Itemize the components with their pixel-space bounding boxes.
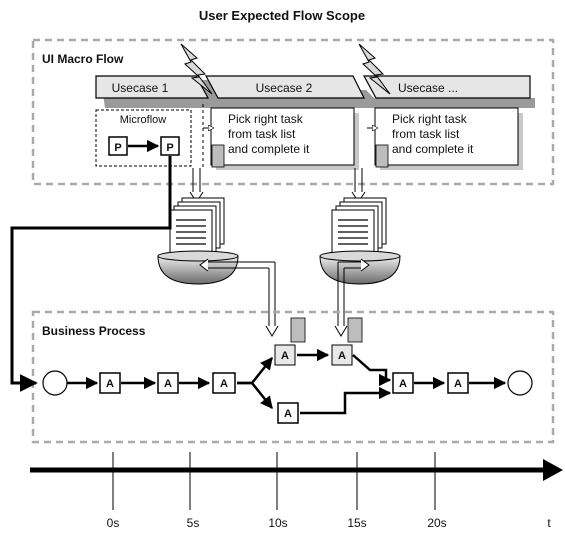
- activity-node: A: [277, 402, 299, 424]
- activity-label: A: [338, 350, 346, 362]
- ui-macro-flow-label: UI Macro Flow: [42, 52, 124, 66]
- activity-label: A: [399, 378, 407, 390]
- worklist-1: [157, 197, 239, 285]
- timeline-tick-label: 0s: [107, 516, 120, 530]
- microflow-label: Microflow: [120, 114, 167, 126]
- business-process-label: Business Process: [42, 324, 146, 338]
- worklist-to-task-connector: [334, 258, 370, 337]
- timeline-tick-label: 20s: [427, 516, 446, 530]
- ui-macro-flow-region: [31, 38, 555, 186]
- task-note-1-line: and complete it: [228, 142, 310, 156]
- activity-node: A: [447, 372, 469, 394]
- timeline-tick-label: 15s: [347, 516, 366, 530]
- task-note-1: [210, 107, 355, 166]
- activity-label: A: [281, 350, 289, 362]
- worklist-2: [319, 197, 401, 285]
- microflow-page-label: P: [114, 142, 121, 154]
- usecase-2-label: Usecase 2: [256, 81, 313, 95]
- usecase-1-label: Usecase 1: [112, 81, 169, 95]
- worklist-to-task-connector: [199, 258, 279, 337]
- task-card-icon: [375, 144, 389, 168]
- microflow-page-node: [108, 136, 128, 156]
- timeline-arrowhead: [543, 459, 563, 481]
- activity-node: A: [99, 372, 121, 394]
- lightning-bolt-icon: [180, 43, 213, 95]
- activity-label: A: [106, 378, 114, 390]
- human-task-node: A: [331, 317, 363, 366]
- microflow-page-node: [160, 136, 180, 156]
- microflow-to-process-connector: [10, 156, 172, 392]
- timeline-ticks: [112, 452, 436, 510]
- timeline-axis-label: t: [547, 516, 551, 530]
- human-task-node: A: [274, 317, 306, 366]
- activity-label: A: [220, 378, 228, 390]
- activity-label: A: [164, 378, 172, 390]
- process-flow-arrows: [67, 348, 507, 415]
- activity-node: A: [212, 372, 236, 394]
- task-note-2-line: Pick right task: [392, 112, 468, 126]
- task-note-1-line: from task list: [228, 127, 296, 141]
- usecase-1-shape: [95, 75, 210, 99]
- task-card-icon: [211, 144, 225, 168]
- timeline-tick-label: 5s: [187, 516, 200, 530]
- task-note-2-line: from task list: [392, 127, 460, 141]
- note-to-worklist-connector: [351, 168, 366, 203]
- start-event: [42, 370, 68, 396]
- task-note-2-line: and complete it: [392, 142, 474, 156]
- timeline-tick-label: 10s: [268, 516, 287, 530]
- usecase-3-label: Usecase ...: [398, 81, 458, 95]
- activity-node: A: [392, 372, 414, 394]
- activity-label: A: [284, 408, 292, 420]
- microflow-page-label: P: [166, 142, 173, 154]
- lightning-bolt-icon: [358, 43, 391, 95]
- usecase-2-shape: [204, 75, 365, 99]
- activity-node: A: [157, 372, 179, 394]
- usecase-3-shape: [362, 75, 531, 99]
- diagram-title: User Expected Flow Scope: [199, 8, 365, 23]
- task-note-2: [374, 107, 519, 166]
- end-event: [507, 370, 533, 396]
- task-note-1-line: Pick right task: [228, 112, 304, 126]
- activity-label: A: [454, 378, 462, 390]
